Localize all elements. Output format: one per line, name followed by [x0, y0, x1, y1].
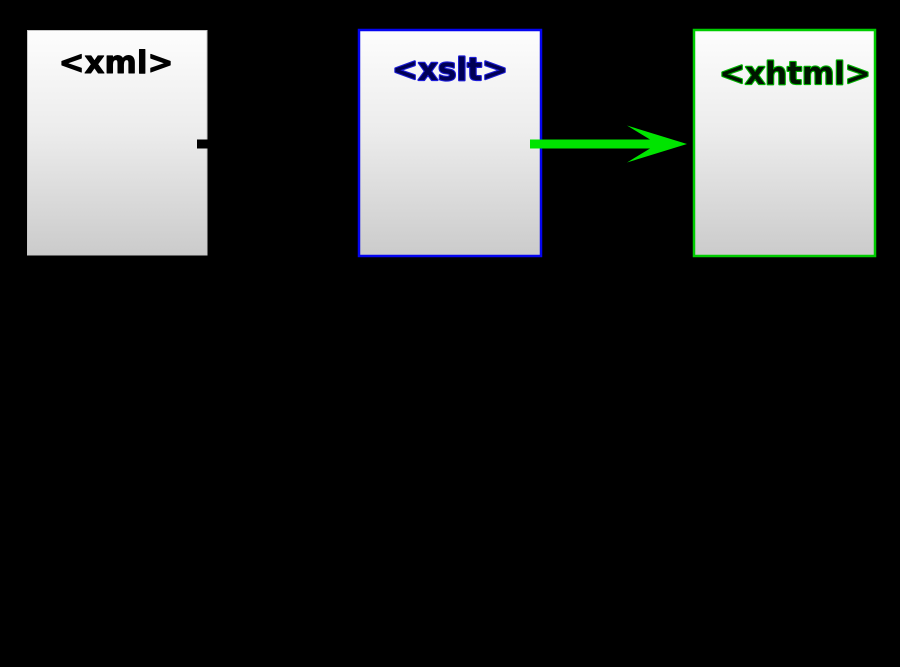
xml-document-label: <xml> [59, 45, 174, 81]
arrow-xml-to-xslt [197, 125, 354, 163]
xslt-stylesheet-label: <xslt> [392, 52, 508, 88]
xml-document-box [27, 30, 208, 256]
xslt-stylesheet-box [357, 28, 543, 258]
arrow-xslt-to-xhtml [530, 125, 687, 163]
xhtml-output-label: <xhtml> [719, 56, 871, 92]
node-xml-document: <xml> [27, 30, 208, 256]
node-xhtml-output: <xhtml> [692, 28, 877, 258]
node-xslt-stylesheet: <xslt> [357, 28, 543, 258]
xhtml-output-box [692, 28, 877, 258]
